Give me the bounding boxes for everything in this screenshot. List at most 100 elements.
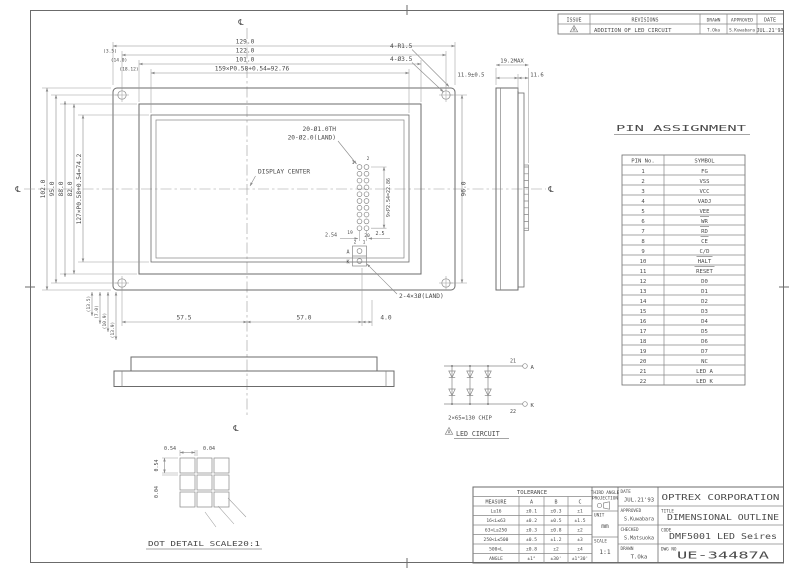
centerline-symbol: ℄ [237,18,244,27]
unit-label: UNIT [594,513,605,519]
pin-number-cell: 5 [641,209,644,215]
pin-symbol-cell: NC [701,359,708,365]
led-chip-note: 2×65=130 CHIP [448,416,492,422]
tolerance-cell: ±0.3 [550,509,561,515]
dim-connector-pitch: 9×P2.54=22.86 [386,178,392,217]
led-pin-21-label: 21 [510,359,516,365]
centerline-symbol: ℄ [14,185,21,194]
pin-symbol-cell: D1 [701,289,708,295]
tolerance-header: C [578,499,581,505]
side-view: 19.2MAX 11.9±0.5 11.6 [458,59,544,291]
tolerance-cell: ±2 [553,547,559,553]
drawing-title: DIMENSIONAL OUTLINE [667,513,779,522]
tolerance-cell: ±0.2 [526,518,537,524]
title-block: TOLERANCE MEASURE A B C L≤16 ±0.1 ±0.3 ±… [472,486,784,564]
dim-dot-pitch-width: 159×P0.58+0.54=92.76 [215,66,290,73]
pin-table-header-no: PIN No. [631,159,655,165]
pin-number-cell: 3 [641,189,644,195]
tolerance-header: A [530,499,533,505]
pin-number-cell: 15 [640,309,647,315]
dim-bezel-width: 101.0 [236,57,255,64]
tolerance-cell: ±0.5 [526,537,537,543]
note-corner-radius: 4-R1.5 [390,43,413,50]
pin-symbol-cell: D4 [701,319,708,325]
pin-symbol-cell: D7 [701,349,708,355]
led-circuit: 21 A 22 K 2×65=130 CHIP A LED CIRCUIT [444,359,535,439]
revision-date: JUL.21'93 [756,28,783,34]
revision-mark: A [573,27,576,33]
connector-pin19-label: 19 [347,230,353,236]
pin-number-cell: 12 [640,279,647,285]
tolerance-cell: ±0.3 [526,528,537,534]
tolerance-cell: ±0.8 [526,547,537,553]
approved-value: S.Kuwabara [624,517,654,523]
revision-triangle-icon [444,426,454,435]
dim-window-height: 82.0 [67,181,74,196]
tolerance-cell: ±1° [527,556,536,562]
dim-hole-span-height: 95.0 [49,181,56,196]
tolerance-cell: L≤16 [490,509,501,515]
dot-detail: 0.54 0.04 0.54 0.04 DOT DETAIL SCALE20:1 [146,446,262,550]
code-label: CODE [661,528,672,534]
dim-offset-7-0: (7.0) [94,305,100,319]
dim-right-height: 96.0 [461,181,468,196]
pin-number-cell: 4 [641,199,645,205]
pin-symbol-cell: HALT [698,259,712,265]
dot-gap-width-dim: 0.04 [203,446,215,452]
terminal-a-icon [522,363,528,369]
pin-symbol-cell: RESET [696,269,713,275]
dim-offset-18-12: (18.12) [119,67,138,73]
drawn-value: T.Oka [631,555,648,561]
pin-symbol-cell: D5 [701,329,708,335]
pin-number-cell: 7 [641,229,644,235]
pin-symbol-cell: VSS [699,179,709,185]
dim-body-thickness: 11.9±0.5 [458,73,485,79]
pin-number-cell: 11 [640,269,647,275]
pin-symbol-cell: LED K [696,379,713,385]
tolerance-header: B [554,499,557,505]
revisions-header-drawn: DRAWN [707,17,721,23]
pin-number-cell: 6 [641,219,644,225]
front-view: 1 2 19 20 2 1 A K 129.0 122.0 101.0 159×… [40,39,468,341]
led-circuit-label: LED CIRCUIT [456,430,500,438]
pin-number-cell: 14 [640,299,647,305]
display-center-label: DISPLAY CENTER [258,169,310,176]
third-angle-symbol [596,501,610,510]
product-code: DMF5001 LED Seires [669,532,777,541]
note-led-lands: 2-4×3Ø(LAND) [399,292,444,300]
tolerance-cell: 250<L≤500 [484,537,509,543]
checked-value: S.Matsuoka [624,536,654,542]
led-terminal-k-label: K [531,403,535,409]
pin-table-header-symbol: SYMBOL [694,159,715,165]
tolerance-cell: ±1°30' [572,556,589,562]
pin-assignment: PIN ASSIGNMENT PIN No. SYMBOL 1 FG 2 VSS… [614,124,750,386]
pin-number-cell: 2 [641,179,644,185]
tolerance-cell: ±1 [577,509,583,515]
pin-symbol-cell: FG [701,169,708,175]
pin-number-cell: 18 [640,339,647,345]
pin-assignment-title: PIN ASSIGNMENT [616,124,746,133]
pin-symbol-cell: D2 [701,299,708,305]
drawing-frame [25,5,789,568]
dot-width-dim: 0.54 [164,446,176,452]
company-name: OPTREX CORPORATION [662,493,780,502]
dot-height-dim: 0.54 [154,459,160,471]
dim-offset-3-5: (3.5) [103,49,117,55]
tolerance-cell: ±0.1 [526,509,537,515]
dim-bezel-height: 88.0 [58,181,65,196]
led-terminal-a-label: A [531,365,535,371]
pin-symbol-cell: D3 [701,309,708,315]
tolerance-cell: ±0.5 [550,518,561,524]
pin-number-cell: 10 [640,259,647,265]
revision-approved-by: S.Kuwabara [729,28,755,34]
revisions-header-issue: ISSUE [566,17,581,23]
tolerance-cell: ±1.2 [550,537,561,543]
centerline-symbol: ℄ [547,185,554,194]
scale-value: 1:1 [599,549,610,556]
pin-symbol-cell: CE [701,239,708,245]
revisions-header-revisions: REVISIONS [631,17,658,23]
dim-offset-14: (14.0) [111,58,128,64]
dim-hole-span-width: 122.0 [236,48,255,55]
pin-number-cell: 9 [641,249,644,255]
